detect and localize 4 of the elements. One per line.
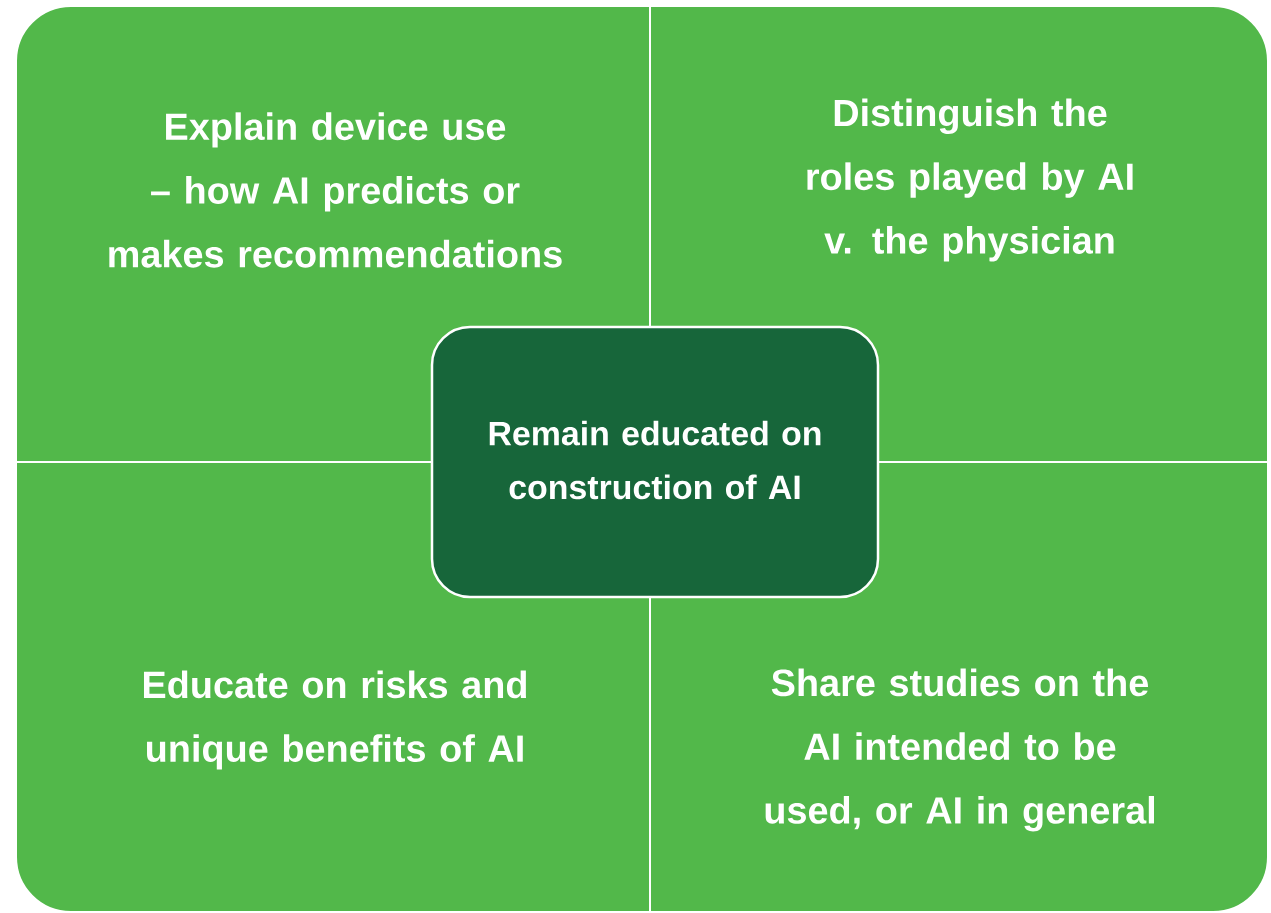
node-label: Educate on risks and unique benefits of AI [143, 670, 527, 770]
node-label: Share studies on the AI intended to be used, or AI in general [765, 668, 1155, 832]
node-label: Distinguish the roles played by AI v. the physician [807, 98, 1133, 262]
center-box: Remain educated on construction of AI [430, 325, 880, 599]
